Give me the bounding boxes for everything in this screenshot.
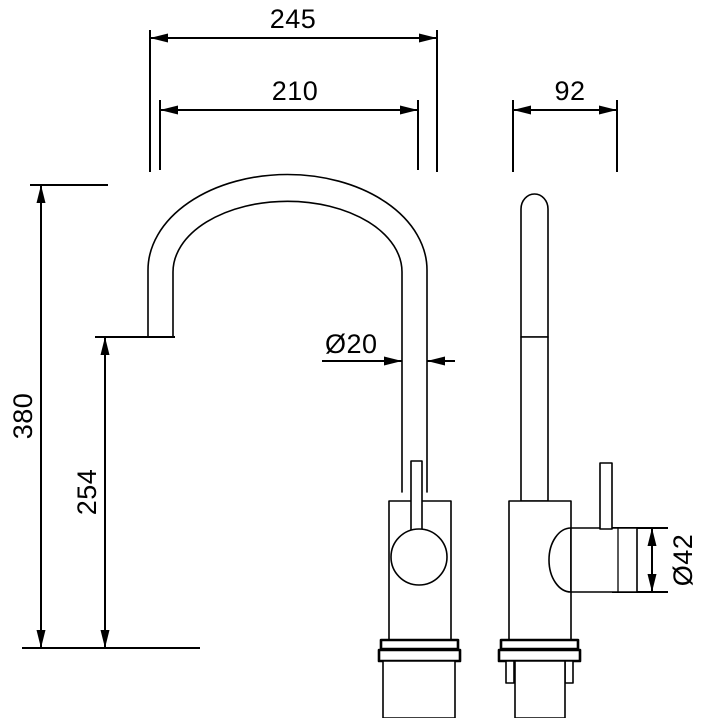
front-view xyxy=(147,173,462,718)
dimension-spout-outlet-height: 254 xyxy=(72,336,175,648)
body-cylinder-side xyxy=(508,500,572,641)
lever-shoulder-side xyxy=(548,527,572,593)
dimension-label-spout-reach: 210 xyxy=(272,76,319,106)
dimension-overall-height: 380 xyxy=(8,184,200,649)
dimension-spout-reach: 210 xyxy=(159,76,419,170)
dimension-overall-width: 245 xyxy=(149,4,438,172)
flange-washer-upper-side xyxy=(499,638,580,651)
dimension-label-lever-body-diameter: Ø42 xyxy=(668,534,698,587)
dimension-label-spout-tube-diameter: Ø20 xyxy=(325,329,378,359)
spout-tube-side-top xyxy=(520,193,549,338)
dimension-spout-tube-diameter: Ø20 xyxy=(322,329,455,366)
spout-tube-side-lower xyxy=(520,336,549,502)
flange-washer-upper-front xyxy=(379,638,460,651)
shank-front xyxy=(382,660,456,718)
shank-side xyxy=(514,660,566,718)
dimension-label-spout-outlet-height: 254 xyxy=(72,469,102,516)
dimension-label-side-depth: 92 xyxy=(554,76,585,106)
side-view xyxy=(497,193,638,718)
spout-outer-profile xyxy=(147,173,428,493)
spout-inner-profile xyxy=(172,200,403,493)
dimension-label-overall-width: 245 xyxy=(270,4,317,34)
flange-washer-lower-side xyxy=(497,648,582,663)
lever-cylinder-side xyxy=(570,527,638,593)
mounting-stud-right-side xyxy=(564,660,574,684)
dimension-side-depth: 92 xyxy=(512,76,618,172)
mounting-stud-left-side xyxy=(505,660,515,684)
dimension-label-overall-height: 380 xyxy=(8,393,38,440)
flange-washer-lower-front xyxy=(377,648,462,663)
lever-pivot-circle xyxy=(390,528,448,586)
lever-handle-rod-side xyxy=(599,462,613,530)
